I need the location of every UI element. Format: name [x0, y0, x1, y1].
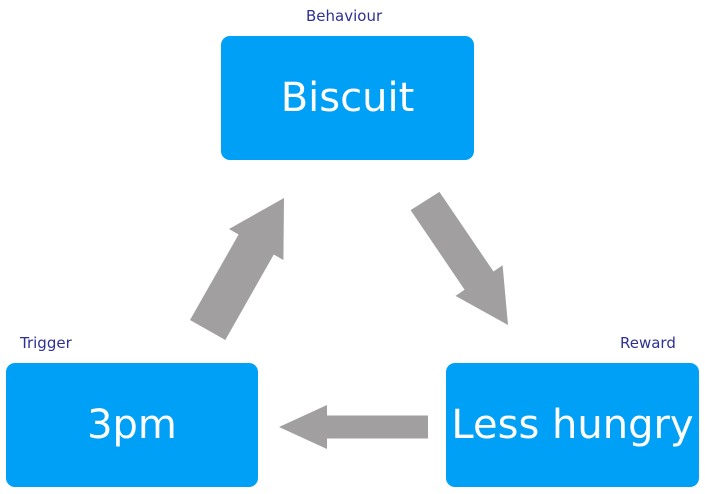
behaviour-text: Biscuit	[280, 75, 415, 121]
arrow-reward-to-trigger	[279, 405, 428, 449]
trigger-label: Trigger	[20, 334, 72, 352]
trigger-text: 3pm	[87, 402, 177, 448]
reward-box: Less hungry	[446, 363, 699, 487]
behaviour-label: Behaviour	[306, 7, 383, 25]
arrow-trigger-to-behaviour	[190, 198, 284, 340]
reward-label: Reward	[620, 334, 676, 352]
behaviour-box: Biscuit	[221, 36, 474, 160]
reward-text: Less hungry	[451, 402, 694, 448]
arrow-behaviour-to-reward	[410, 191, 508, 325]
trigger-box: 3pm	[6, 363, 258, 487]
